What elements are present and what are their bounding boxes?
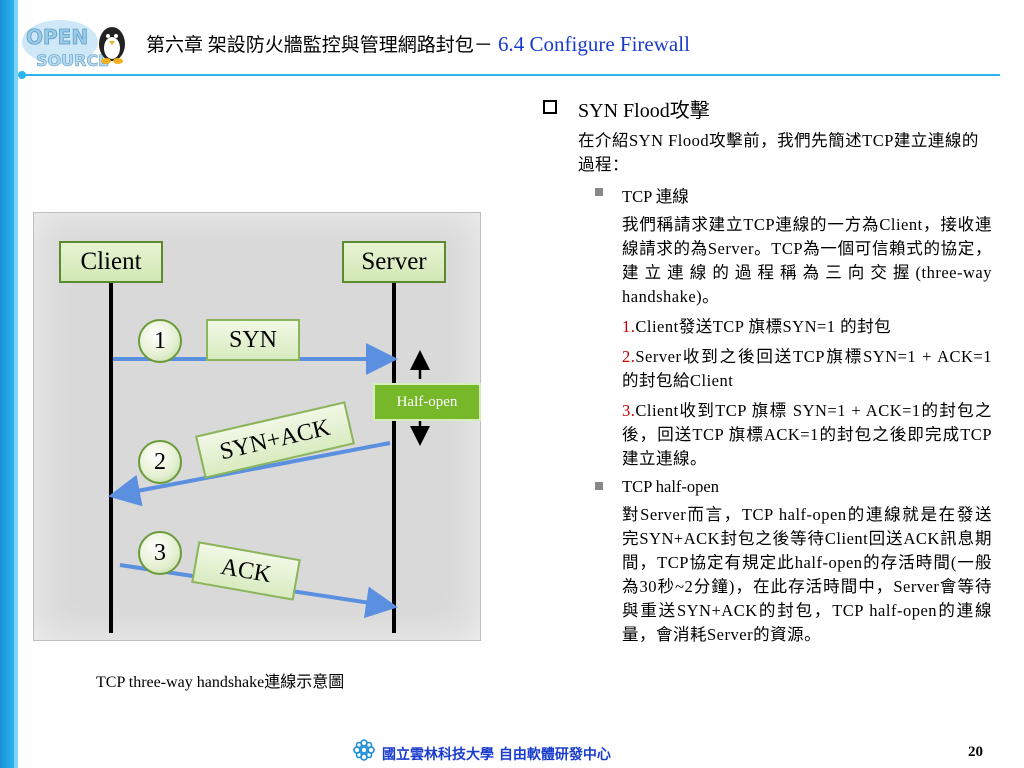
tcp-step-3: 3.Client收到TCP 旗標 SYN=1 + ACK=1的封包之後，回送TC… — [622, 399, 992, 471]
step-number: 1. — [622, 317, 636, 336]
tcp-conn-desc: 我們稱請求建立TCP連線的一方為Client，接收連線請求的為Server。TC… — [622, 215, 992, 306]
step-text: Server收到之後回送TCP旗標SYN=1 + ACK=1的封包給Client — [622, 347, 992, 390]
step-1-circle: 1 — [138, 319, 182, 363]
client-lifeline — [109, 283, 113, 633]
diagram-caption: TCP three-way handshake連線示意圖 — [96, 674, 345, 691]
tcp-conn-bullet: TCP 連線 — [540, 183, 992, 207]
left-accent-bar — [0, 0, 14, 768]
heading-bullet: SYN Flood攻擊 — [540, 94, 992, 123]
client-box: Client — [59, 241, 163, 283]
step-text: Client收到TCP 旗標 SYN=1 + ACK=1的封包之後，回送TCP … — [622, 401, 992, 468]
title-section: 6.4 Configure Firewall — [498, 32, 690, 56]
syn-label: SYN — [206, 319, 300, 361]
server-lifeline — [392, 283, 396, 633]
intro-paragraph: 在介紹SYN Flood攻擊前，我們先簡述TCP建立連線的過程： — [578, 131, 979, 174]
left-accent-stripe — [14, 0, 18, 768]
filled-square-bullet-icon — [595, 482, 603, 490]
header-divider — [20, 74, 1000, 76]
step-number: 3. — [622, 401, 636, 420]
tcp-conn-title: TCP 連線 — [622, 187, 689, 206]
step-2-circle: 2 — [138, 440, 182, 484]
filled-square-bullet-icon — [595, 188, 603, 196]
half-open-desc: 對Server而言，TCP half-open的連線就是在發送完SYN+ACK封… — [622, 505, 992, 644]
step-3-circle: 3 — [138, 531, 182, 575]
square-bullet-icon — [543, 100, 557, 114]
tcp-step-1: 1.Client發送TCP 旗標SYN=1 的封包 — [622, 315, 992, 339]
step-number: 2. — [622, 347, 636, 366]
content-panel: SYN Flood攻擊 在介紹SYN Flood攻擊前，我們先簡述TCP建立連線… — [540, 94, 992, 647]
step-text: Client發送TCP 旗標SYN=1 的封包 — [635, 317, 892, 336]
footer-organization: 國立雲林科技大學 自由軟體研發中心 — [382, 747, 611, 763]
open-source-logo: OPEN SOURCE — [22, 20, 125, 70]
handshake-diagram: Client Server 1 SYN 2 SYN+ACK 3 ACK — [33, 212, 481, 641]
flower-emblem-icon — [353, 739, 375, 761]
tcp-step-2: 2.Server收到之後回送TCP旗標SYN=1 + ACK=1的封包給Clie… — [622, 345, 992, 393]
svg-text:SOURCE: SOURCE — [36, 51, 109, 70]
half-open-label: Half-open — [373, 383, 481, 421]
title-chapter: 第六章 架設防火牆監控與管理網路封包－ — [146, 35, 493, 56]
half-open-bullet: TCP half-open — [540, 477, 992, 497]
syn-ack-arrow — [108, 441, 391, 507]
half-open-title: TCP half-open — [622, 477, 719, 496]
server-box: Server — [342, 241, 446, 283]
svg-text:OPEN: OPEN — [26, 25, 88, 49]
slide-title: 第六章 架設防火牆監控與管理網路封包－ 6.4 Configure Firewa… — [146, 30, 690, 57]
section-heading: SYN Flood攻擊 — [578, 100, 710, 122]
page-number: 20 — [968, 744, 983, 760]
